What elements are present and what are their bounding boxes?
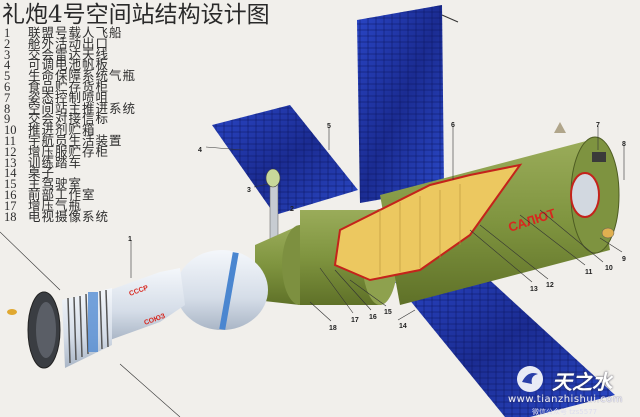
callout-number: 14 <box>399 323 407 330</box>
callout-number: 8 <box>622 141 626 148</box>
watermark-subtext: 微信公众号 tzs5577 <box>532 408 598 416</box>
callout-number: 3 <box>247 187 251 194</box>
solar-panel-lower <box>395 262 615 417</box>
callout-number: 10 <box>605 265 613 272</box>
callout-number: 7 <box>596 122 600 129</box>
solar-panel-left <box>212 105 358 215</box>
callout-number: 16 <box>369 314 377 321</box>
watermark-logo-icon <box>517 366 543 392</box>
callout-number: 15 <box>384 309 392 316</box>
solar-panel-upper <box>357 5 459 203</box>
callout-number: 11 <box>585 269 593 276</box>
callout-number: 9 <box>622 256 626 263</box>
watermark-url: www.tianzhishui.com <box>508 394 624 405</box>
callout-number: 6 <box>451 122 455 129</box>
callout-number: 1 <box>128 236 132 243</box>
station-main-body: САЛЮТ <box>333 122 620 305</box>
callout-number: 13 <box>530 286 538 293</box>
watermark-brand: 天之水 <box>552 370 612 394</box>
callout-number: 17 <box>351 317 359 324</box>
callout-number: 18 <box>329 325 337 332</box>
callout-number: 2 <box>290 206 294 213</box>
watermark: 天之水 www.tianzhishui.com 微信公众号 tzs5577 <box>508 364 640 417</box>
soyuz-spacecraft: СССР СОЮЗ <box>7 250 268 369</box>
callout-number: 12 <box>546 282 554 289</box>
callout-number: 5 <box>327 123 331 130</box>
callout-lines <box>0 126 625 417</box>
diagram-title: 礼炮4号空间站结构设计图 <box>2 2 270 28</box>
callout-number: 4 <box>198 147 202 154</box>
